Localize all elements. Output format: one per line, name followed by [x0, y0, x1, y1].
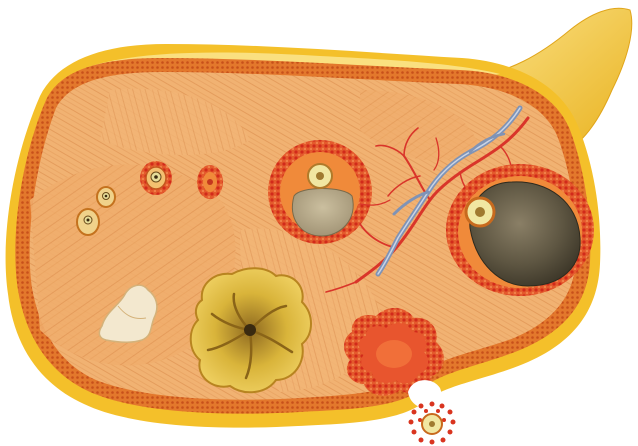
corpus-luteum [191, 268, 311, 392]
primary-follicle [140, 161, 172, 195]
secondary-follicle [197, 165, 223, 199]
primordial-follicle [77, 209, 99, 235]
ovulated-oocyte [409, 402, 456, 446]
early-antral-follicle [268, 140, 372, 244]
mature-graafian-follicle [446, 164, 594, 296]
primordial-follicle [97, 187, 115, 207]
